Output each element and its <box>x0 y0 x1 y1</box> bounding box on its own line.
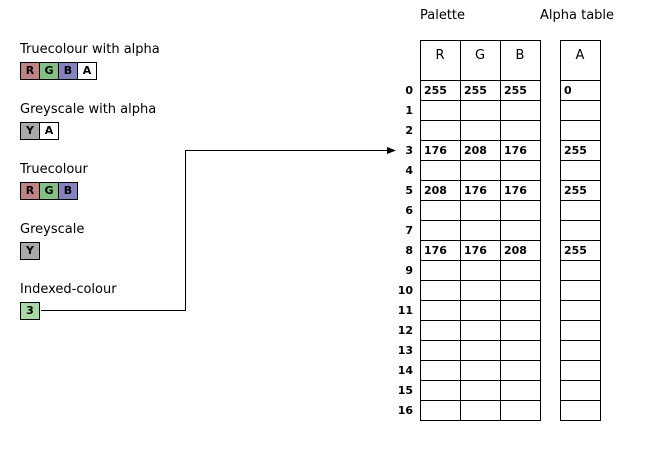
palette-header: Palette <box>420 8 466 23</box>
row-index: 11 <box>397 304 413 317</box>
channel-chip: B <box>58 182 78 200</box>
cell-r: 255 <box>424 84 447 97</box>
cell-g: 176 <box>464 244 487 257</box>
cell-b: 208 <box>504 244 527 257</box>
cell-r: 176 <box>424 144 447 157</box>
column-g-heading: G <box>474 48 486 63</box>
row-index: 7 <box>405 224 413 237</box>
cell-a: 255 <box>564 144 587 157</box>
cell-b: 176 <box>504 184 527 197</box>
row-index: 0 <box>405 84 413 97</box>
channel-chip: Y <box>20 242 40 260</box>
row-index: 14 <box>397 364 413 377</box>
row-index: 5 <box>405 184 413 197</box>
cell-a: 0 <box>564 84 572 97</box>
sample-chips: Y <box>20 242 40 260</box>
row-index: 12 <box>397 324 413 337</box>
cell-a: 255 <box>564 244 587 257</box>
channel-chip: A <box>39 122 59 140</box>
channel-chip: B <box>58 62 78 80</box>
sample-chips: 3 <box>20 302 40 320</box>
index-connector-line <box>41 150 388 311</box>
colour-type-label: Greyscale <box>20 222 85 237</box>
row-index: 3 <box>405 144 413 157</box>
colour-type-label: Truecolour <box>20 162 88 177</box>
row-index: 10 <box>397 284 413 297</box>
cell-g: 255 <box>464 84 487 97</box>
channel-chip: A <box>77 62 97 80</box>
cell-r: 208 <box>424 184 447 197</box>
alpha-table-header: Alpha table <box>540 8 615 23</box>
cell-b: 255 <box>504 84 527 97</box>
arrowhead-icon <box>387 147 396 154</box>
row-index: 8 <box>405 244 413 257</box>
column-a-heading: A <box>575 48 585 63</box>
cell-g: 208 <box>464 144 487 157</box>
column-r-heading: R <box>435 48 445 63</box>
row-index: 4 <box>405 164 413 177</box>
row-index: 9 <box>405 264 413 277</box>
cell-r: 176 <box>424 244 447 257</box>
cell-g: 176 <box>464 184 487 197</box>
cell-a: 255 <box>564 184 587 197</box>
row-index: 13 <box>397 344 413 357</box>
cell-b: 176 <box>504 144 527 157</box>
colour-type-label: Greyscale with alpha <box>20 102 157 117</box>
row-index: 2 <box>405 124 413 137</box>
row-index: 16 <box>397 404 413 417</box>
row-index: 15 <box>397 384 413 397</box>
channel-chip: 3 <box>20 302 40 320</box>
colour-type-label: Indexed-colour <box>20 282 117 297</box>
row-index: 1 <box>405 104 413 117</box>
column-b-heading: B <box>515 48 525 63</box>
colour-type-label: Truecolour with alpha <box>20 42 160 57</box>
row-index: 6 <box>405 204 413 217</box>
